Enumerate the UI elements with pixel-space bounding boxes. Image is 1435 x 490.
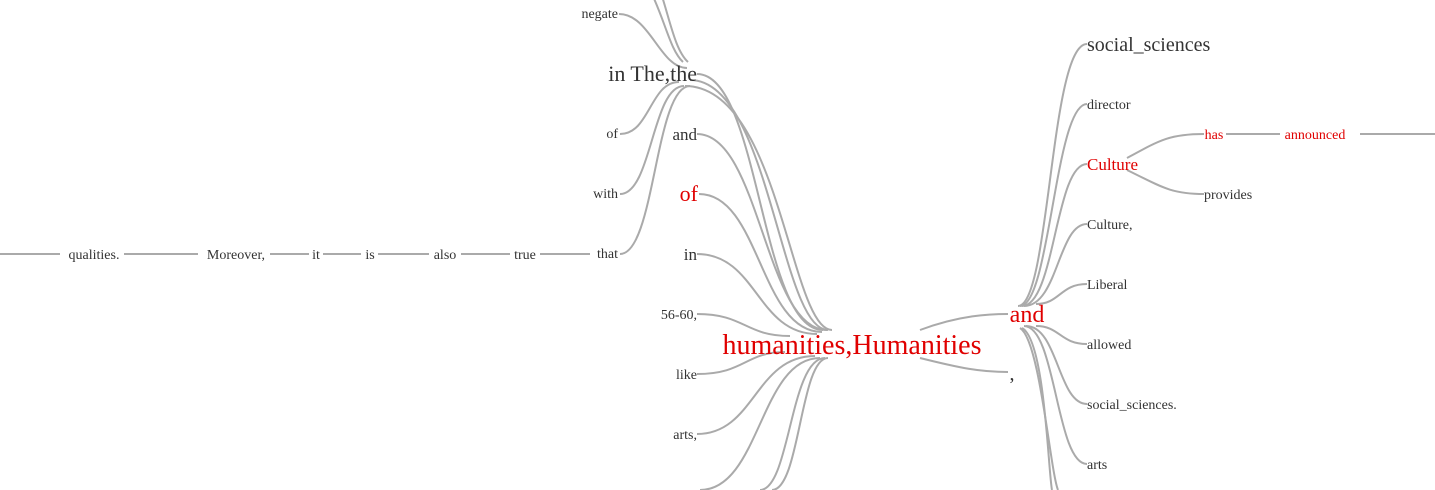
right-node-has[interactable]: has bbox=[1205, 128, 1224, 143]
link-root-offscreen-2 bbox=[759, 357, 826, 490]
tree-labels: humanities,Humanities negate in The,the … bbox=[69, 7, 1346, 473]
left-node-and[interactable]: and bbox=[672, 125, 697, 144]
chain-node-is[interactable]: is bbox=[365, 248, 374, 263]
link-hub-culture bbox=[1021, 163, 1088, 307]
link-inthe-with bbox=[619, 85, 685, 195]
link-hub-offscreen-1 bbox=[1021, 327, 1053, 490]
link-root-of-hl bbox=[698, 193, 823, 333]
left-node-arts[interactable]: arts, bbox=[673, 428, 697, 443]
link-root-arts bbox=[696, 355, 816, 435]
right-node-culture-comma[interactable]: Culture, bbox=[1087, 218, 1133, 233]
chain-node-moreover[interactable]: Moreover, bbox=[207, 248, 265, 263]
right-node-announced[interactable]: announced bbox=[1285, 128, 1346, 143]
link-root-inthe-1 bbox=[696, 73, 824, 331]
right-node-culture[interactable]: Culture bbox=[1087, 155, 1138, 174]
right-node-provides[interactable]: provides bbox=[1204, 188, 1252, 203]
chain-node-qualities[interactable]: qualities. bbox=[69, 248, 120, 263]
right-node-liberal[interactable]: Liberal bbox=[1087, 278, 1128, 293]
link-hub-culture-comma bbox=[1023, 223, 1088, 307]
link-root-inthe-3 bbox=[684, 85, 833, 331]
link-inthe-of bbox=[619, 81, 680, 135]
left-node-of-small[interactable]: of bbox=[606, 127, 618, 142]
right-hub-and[interactable]: and bbox=[1010, 302, 1045, 328]
link-culture-provides bbox=[1126, 169, 1205, 195]
left-node-with[interactable]: with bbox=[593, 187, 618, 202]
link-culture-has bbox=[1126, 133, 1205, 159]
chain-node-it[interactable]: it bbox=[312, 248, 320, 263]
right-node-arts[interactable]: arts bbox=[1087, 458, 1107, 473]
left-node-in[interactable]: in bbox=[684, 245, 698, 264]
left-node-of-highlight[interactable]: of bbox=[680, 181, 699, 206]
chain-node-true[interactable]: true bbox=[514, 248, 536, 263]
link-root-offscreen-1 bbox=[699, 357, 821, 490]
link-hub-director bbox=[1019, 103, 1088, 307]
link-root-comma bbox=[919, 357, 1009, 373]
link-root-in bbox=[696, 253, 818, 335]
link-hub-liberal bbox=[1035, 283, 1088, 305]
link-hub-social bbox=[1017, 43, 1088, 307]
right-node-social-sciences-dot[interactable]: social_sciences. bbox=[1087, 398, 1177, 413]
right-node-comma[interactable]: , bbox=[1010, 363, 1015, 385]
link-inthe-up-2 bbox=[662, 0, 689, 63]
link-root-like bbox=[696, 351, 786, 375]
chain-node-also[interactable]: also bbox=[434, 248, 457, 263]
link-root-and-hub bbox=[919, 313, 1009, 331]
left-node-like[interactable]: like bbox=[676, 368, 697, 383]
left-node-56-60[interactable]: 56-60, bbox=[661, 308, 697, 323]
link-root-inthe-2 bbox=[689, 79, 829, 331]
left-node-in-the[interactable]: in The,the bbox=[608, 61, 697, 86]
left-node-negate[interactable]: negate bbox=[581, 7, 618, 22]
root-node[interactable]: humanities,Humanities bbox=[723, 330, 982, 361]
right-node-allowed[interactable]: allowed bbox=[1087, 338, 1131, 353]
right-node-director[interactable]: director bbox=[1087, 98, 1131, 113]
link-inthe-up-1 bbox=[653, 0, 684, 63]
left-node-that[interactable]: that bbox=[597, 247, 618, 262]
link-root-5660 bbox=[696, 313, 791, 337]
link-inthe-negate bbox=[618, 13, 688, 69]
link-hub-arts bbox=[1023, 325, 1088, 465]
link-root-and bbox=[696, 133, 828, 331]
link-hub-offscreen-2 bbox=[1019, 327, 1059, 490]
link-root-offscreen-3 bbox=[771, 357, 829, 490]
link-hub-social-dot bbox=[1025, 325, 1088, 405]
right-node-social-sciences[interactable]: social_sciences bbox=[1087, 34, 1210, 56]
link-hub-allowed bbox=[1035, 325, 1088, 345]
link-inthe-that bbox=[619, 85, 691, 255]
